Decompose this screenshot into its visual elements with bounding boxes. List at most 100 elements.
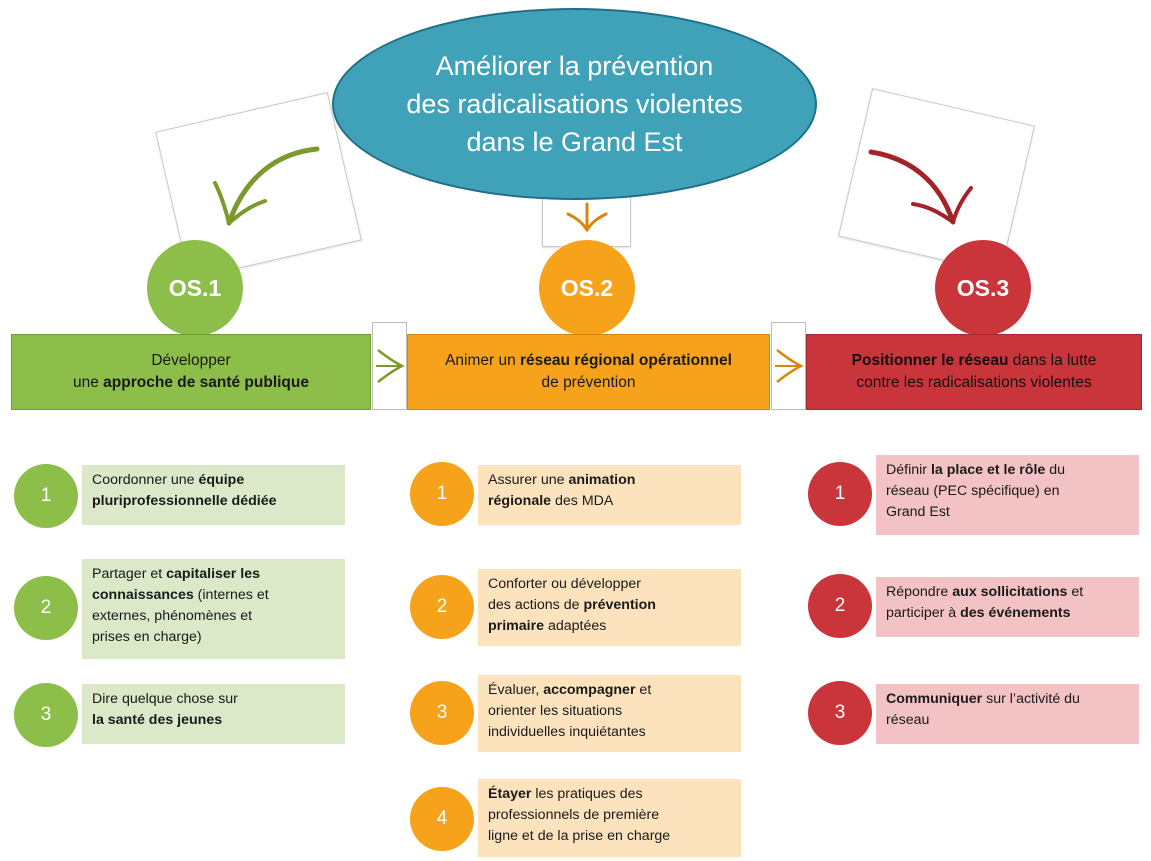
item-line: Dire quelque chose sur <box>92 689 335 710</box>
item-line: primaire adaptées <box>488 616 731 637</box>
item-line: des actions de prévention <box>488 595 731 616</box>
os2-item4-number: 4 <box>410 787 474 851</box>
os1-item1-box: Coordonner une équipe pluriprofessionnel… <box>82 465 345 525</box>
os1-banner-line: Développer <box>73 350 309 372</box>
os1-item1-number: 1 <box>14 464 78 528</box>
item-seg: Conforter ou développer <box>488 576 642 592</box>
item-seg-bold: animation <box>568 472 636 488</box>
item-seg-bold: prévention <box>583 597 656 613</box>
os1-item3-num: 3 <box>40 704 52 725</box>
os2-circle: OS.2 <box>539 240 635 336</box>
item-seg: prises en charge) <box>92 629 202 645</box>
item-seg-bold: primaire <box>488 618 544 634</box>
os2-item4-box: Étayer les pratiques des professionnels … <box>478 779 741 857</box>
os3-item2-num: 2 <box>834 595 846 616</box>
os3-banner-text: Positionner le réseau dans la lutte cont… <box>852 350 1097 394</box>
item-seg-bold: régionale <box>488 493 552 509</box>
os3-banner-seg-bold: Positionner le réseau <box>851 352 1009 369</box>
os3-item3-box: Communiquer sur l’activité du réseau <box>876 684 1139 744</box>
os1-item2-box: Partager et capitaliser les connaissance… <box>82 559 345 659</box>
os3-item3-num: 3 <box>834 702 846 723</box>
os1-item2-number: 2 <box>14 576 78 640</box>
item-seg: Assurer une <box>488 472 569 488</box>
os3-banner-line: Positionner le réseau dans la lutte <box>852 350 1097 372</box>
item-seg: ligne et de la prise en charge <box>488 828 671 844</box>
item-seg-bold: accompagner <box>543 682 636 698</box>
os2-banner-text: Animer un réseau régional opérationnel d… <box>445 350 732 394</box>
os3-banner-seg: contre les radicalisations violentes <box>856 374 1092 391</box>
os2-item2-num: 2 <box>436 596 448 617</box>
item-line: réseau (PEC spécifique) en <box>886 481 1129 502</box>
item-line: ligne et de la prise en charge <box>488 826 731 847</box>
os2-banner-seg-bold: réseau régional opérationnel <box>520 352 732 369</box>
os1-item1-num: 1 <box>40 485 52 506</box>
item-seg-bold: des événements <box>960 605 1071 621</box>
os1-item3-number: 3 <box>14 683 78 747</box>
os2-code: OS.2 <box>560 274 614 301</box>
os3-item2-box: Répondre aux sollicitations et participe… <box>876 577 1139 637</box>
item-seg: Coordonner une <box>92 472 199 488</box>
item-line: Coordonner une équipe <box>92 470 335 491</box>
item-seg-bold: équipe <box>198 472 245 488</box>
item-line: Grand Est <box>886 502 1129 523</box>
item-seg: et <box>635 682 652 698</box>
item-line: Partager et capitaliser les <box>92 564 335 585</box>
os2-banner-seg: Animer un <box>445 352 521 369</box>
os1-item2-num: 2 <box>40 597 52 618</box>
os1-banner-seg: Développer <box>151 352 231 369</box>
item-seg: des actions de <box>488 597 584 613</box>
os3-circle: OS.3 <box>935 240 1031 336</box>
item-seg: Partager et <box>92 566 167 582</box>
os1-banner-text: Développer une approche de santé publiqu… <box>73 350 309 394</box>
item-seg: du <box>1045 462 1066 478</box>
item-line: orienter les situations <box>488 701 731 722</box>
os3-item1-number: 1 <box>808 462 872 526</box>
item-seg-bold: Communiquer <box>886 691 983 707</box>
os2-item3-box: Évaluer, accompagner et orienter les sit… <box>478 675 741 752</box>
item-line: Définir la place et le rôle du <box>886 460 1129 481</box>
chevron-right-icon <box>775 349 804 383</box>
os1-banner-seg: une <box>72 374 104 391</box>
item-seg: externes, phénomènes et <box>92 608 253 624</box>
os2-item3-num: 3 <box>436 702 448 723</box>
os2-item3-number: 3 <box>410 681 474 745</box>
os2-banner-seg: de prévention <box>541 374 636 391</box>
item-seg: les pratiques des <box>531 786 643 802</box>
item-seg-bold: la place et le rôle <box>930 462 1046 478</box>
os2-item2-number: 2 <box>410 575 474 639</box>
item-seg: sur l’activité du <box>982 691 1080 707</box>
item-seg-bold: connaissances <box>92 587 194 603</box>
os3-code: OS.3 <box>956 274 1010 301</box>
os2-item1-box: Assurer une animation régionale des MDA <box>478 465 741 525</box>
item-line: pluriprofessionnelle dédiée <box>92 491 335 512</box>
item-line: Étayer les pratiques des <box>488 784 731 805</box>
center-arrow-icon <box>566 202 608 232</box>
item-seg-bold: Étayer <box>488 786 532 802</box>
os3-item3-number: 3 <box>808 681 872 745</box>
item-seg: Dire quelque chose sur <box>92 691 238 707</box>
item-seg: Répondre <box>886 584 953 600</box>
os3-banner-line: contre les radicalisations violentes <box>852 372 1097 394</box>
item-seg: adaptées <box>544 618 607 634</box>
item-seg-bold: la santé des jeunes <box>92 712 223 728</box>
item-line: prises en charge) <box>92 627 335 648</box>
os1-banner-seg-bold: approche de santé publique <box>103 374 309 391</box>
item-line: réseau <box>886 710 1129 731</box>
item-line: Évaluer, accompagner et <box>488 680 731 701</box>
item-line: externes, phénomènes et <box>92 606 335 627</box>
os2-item1-number: 1 <box>410 462 474 526</box>
os2-item1-num: 1 <box>436 483 448 504</box>
item-seg: participer à <box>886 605 961 621</box>
item-line: connaissances (internes et <box>92 585 335 606</box>
item-seg: orienter les situations <box>488 703 623 719</box>
os2-banner-line: de prévention <box>445 372 732 394</box>
os2-banner-line: Animer un réseau régional opérationnel <box>445 350 732 372</box>
os2-item4-num: 4 <box>436 808 448 829</box>
item-line: Assurer une animation <box>488 470 731 491</box>
goal-title: Améliorer la prévention des radicalisati… <box>406 51 743 157</box>
os3-item2-number: 2 <box>808 574 872 638</box>
os3-item1-num: 1 <box>834 483 846 504</box>
item-seg: Évaluer, <box>488 682 544 698</box>
item-seg: réseau <box>886 712 930 728</box>
os1-item3-box: Dire quelque chose sur la santé des jeun… <box>82 684 345 744</box>
